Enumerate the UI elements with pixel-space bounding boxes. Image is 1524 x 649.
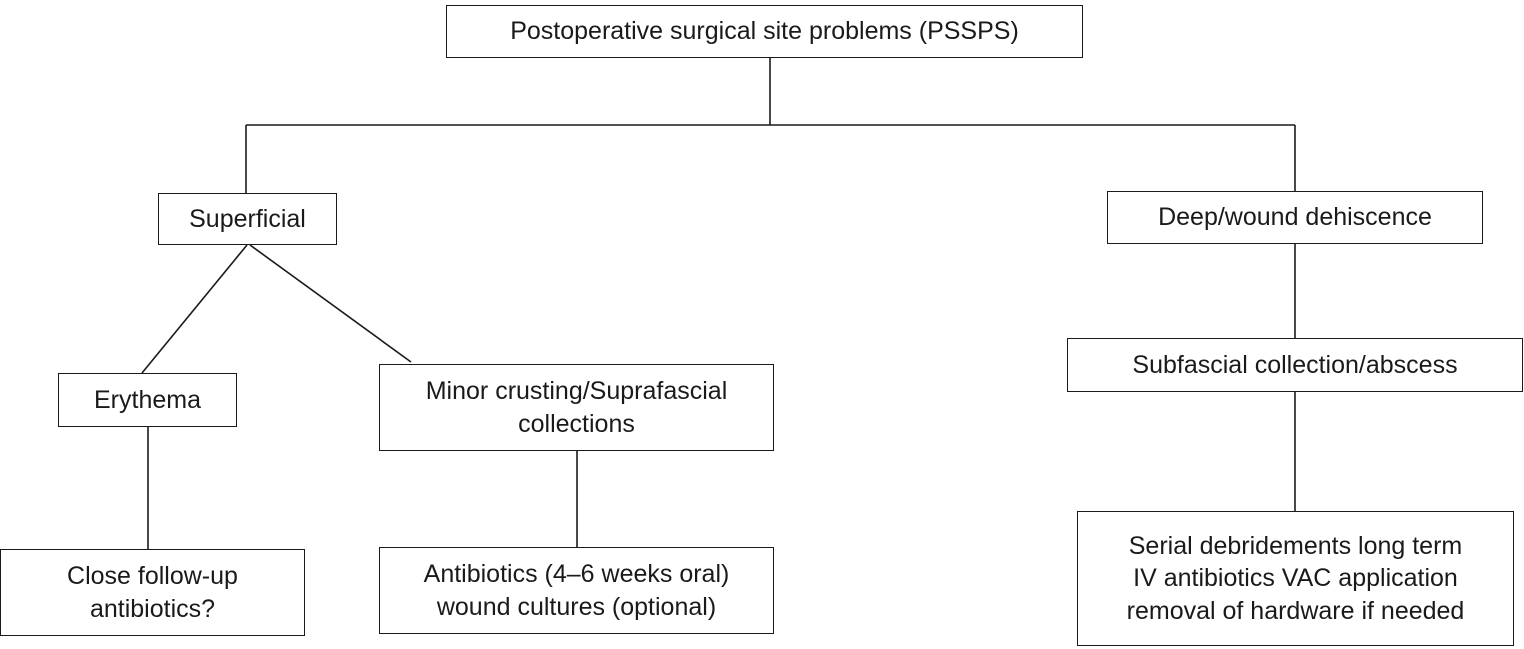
node-label-line-1: Close follow-up [67,562,238,590]
node-serial-debridements: Serial debridements long term IV antibio… [1077,511,1514,646]
connector-superficial-to-erythema [141,244,248,374]
node-label: Postoperative surgical site problems (PS… [510,17,1019,46]
node-minor-crusting-suprafascial-collections: Minor crusting/Suprafascial collections [379,364,774,451]
node-erythema: Erythema [58,373,237,427]
node-label-line-1: Antibiotics (4–6 weeks oral) [423,560,730,588]
node-superficial: Superficial [158,193,337,245]
node-antibiotics-wound-cultures: Antibiotics (4–6 weeks oral) wound cultu… [379,547,774,634]
node-label-line-2: wound cultures (optional) [436,592,717,621]
node-label-line-2: collections [518,409,635,438]
node-label: Subfascial collection/abscess [1132,350,1458,379]
node-deep-wound-dehiscence: Deep/wound dehiscence [1107,191,1483,244]
node-label-line-1: Serial debridements long term [1128,531,1463,560]
node-label: Deep/wound dehiscence [1158,203,1432,232]
node-postoperative-surgical-site-problems: Postoperative surgical site problems (PS… [446,5,1083,58]
node-label: Erythema [94,385,201,414]
connector-superficial-to-minor [249,244,412,363]
node-subfascial-collection-abscess: Subfascial collection/abscess [1067,338,1523,392]
node-label-line-2: antibiotics? [89,594,216,623]
node-label-line-2: IV antibiotics VAC application [1133,564,1458,593]
node-close-follow-up-antibiotics: Close follow-up antibiotics? [0,549,305,636]
node-label-line-1: Minor crusting/Suprafascial [425,377,728,405]
node-label: Superficial [189,204,306,233]
node-label-line-3: removal of hardware if needed [1126,596,1465,625]
